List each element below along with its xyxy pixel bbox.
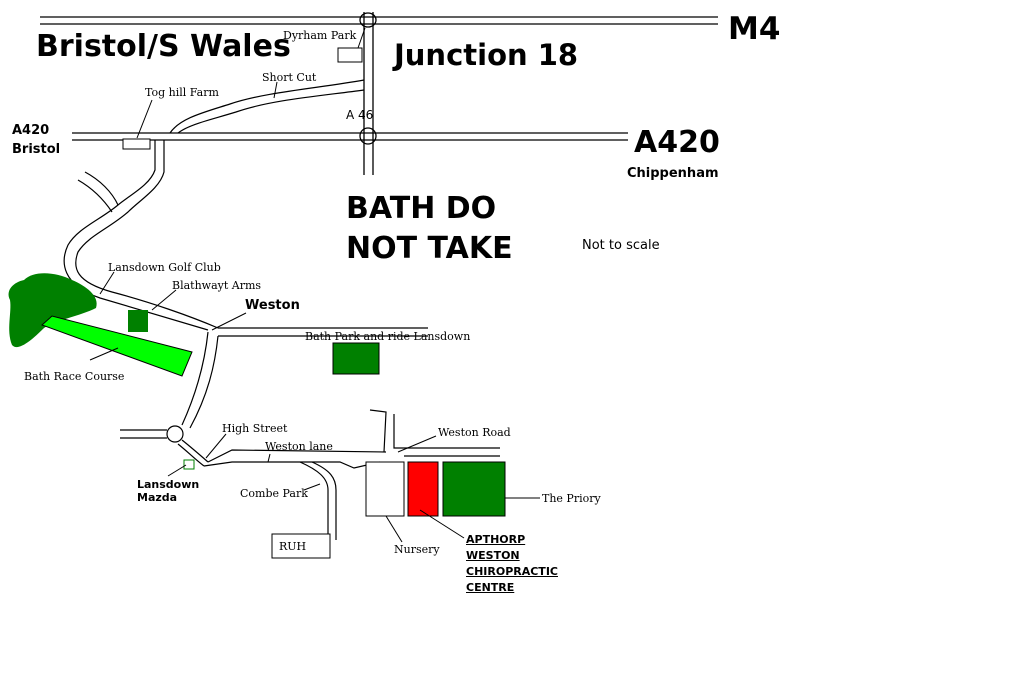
park-and-ride-label: Bath Park and ride Lansdown xyxy=(305,330,471,343)
dyrham-park-box xyxy=(337,47,363,63)
a46-road xyxy=(363,12,374,175)
weston-lane-label: Weston lane xyxy=(265,440,333,453)
a420-a46-roundabout xyxy=(359,127,377,145)
a420-west-label: A420 xyxy=(12,123,50,138)
destination-label: APTHORP WESTON CHIROPRACTIC CENTRE xyxy=(466,532,558,596)
lansdown-mazda-label: Lansdown Mazda xyxy=(137,478,200,504)
warning-line-1: BATH DO xyxy=(346,191,497,226)
bristol-label: Bristol xyxy=(12,142,61,157)
priory-box xyxy=(442,461,506,517)
dyrham-park-label: Dyrham Park xyxy=(283,29,357,42)
high-street-roundabout xyxy=(166,425,184,443)
junction-18-roundabout xyxy=(359,12,377,28)
short-cut-label: Short Cut xyxy=(262,71,317,84)
park-and-ride-box xyxy=(332,342,380,375)
destination-line-3: CHIROPRACTIC xyxy=(466,565,558,578)
a420-road xyxy=(72,132,628,141)
weston-label: Weston xyxy=(245,298,300,313)
nursery-label: Nursery xyxy=(394,543,440,556)
toghill-farm-box xyxy=(122,138,151,150)
not-to-scale-note: Not to scale xyxy=(582,238,660,253)
destination-line-4: CENTRE xyxy=(466,581,515,594)
chippenham-label: Chippenham xyxy=(627,166,719,181)
weston-road xyxy=(369,409,500,457)
warning-line-2: NOT TAKE xyxy=(346,231,513,266)
woodland xyxy=(8,273,97,348)
park-and-ride-road xyxy=(218,327,428,337)
weston-descent-road xyxy=(181,331,219,429)
leader-lines xyxy=(89,27,540,543)
ruh-box xyxy=(271,533,331,559)
golf-club-label: Lansdown Golf Club xyxy=(108,261,221,274)
a46-label: A 46 xyxy=(346,108,374,122)
weston-road-label: Weston Road xyxy=(438,426,511,439)
blathwayt-arms-label: Blathwayt Arms xyxy=(172,279,262,292)
apthorp-box xyxy=(407,461,439,517)
toghill-farm-label: Tog hill Farm xyxy=(145,86,219,99)
m4-road xyxy=(40,16,718,25)
a420-east-label: A420 xyxy=(634,125,720,160)
destination-line-1: APTHORP xyxy=(466,533,526,546)
race-course-label: Bath Race Course xyxy=(24,370,125,383)
combe-park-label: Combe Park xyxy=(240,487,308,500)
the-priory-label: The Priory xyxy=(542,492,601,505)
junction-18-label: Junction 18 xyxy=(394,38,579,72)
nursery-box xyxy=(365,461,405,517)
high-street-label: High Street xyxy=(222,422,288,435)
destination-line-2: WESTON xyxy=(466,549,520,562)
short-cut-road xyxy=(169,79,365,134)
combe-park-road xyxy=(299,461,337,540)
ruh-label: RUH xyxy=(279,540,307,553)
blathwayt-arms-box xyxy=(128,310,148,332)
m4-label: M4 xyxy=(728,11,781,47)
lansdown-mazda-box xyxy=(183,459,195,470)
bristol-wales-label: Bristol/S Wales xyxy=(36,29,291,64)
race-course xyxy=(41,315,193,377)
high-street-road xyxy=(120,429,387,469)
